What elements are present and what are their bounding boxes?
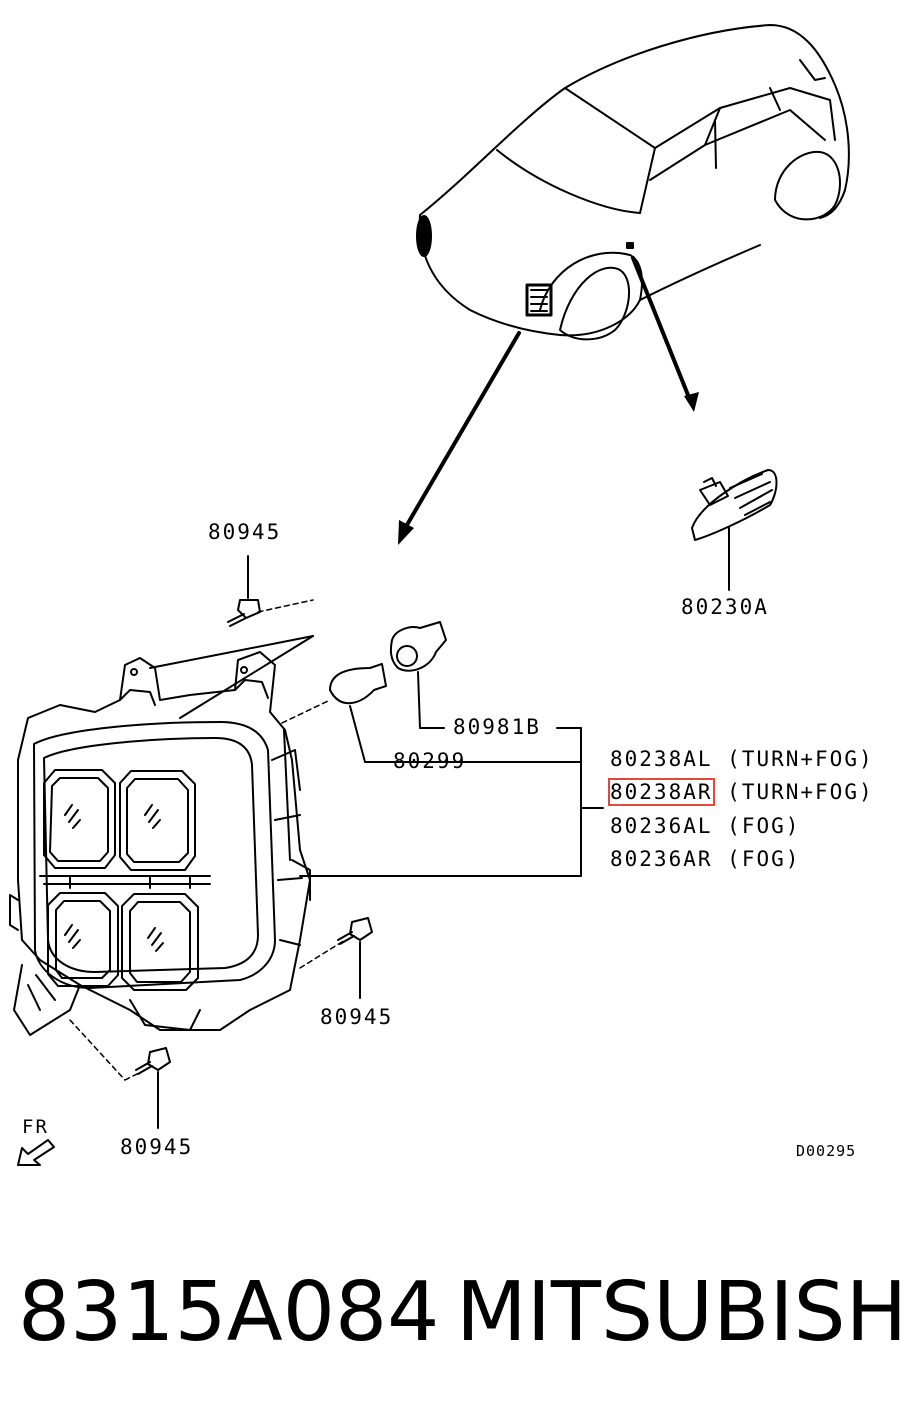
fog-lamp-assembly — [9, 651, 311, 1036]
pointer-arrows — [402, 256, 692, 532]
diagram-code: D00295 — [796, 1142, 857, 1160]
part-code: 80236AR — [610, 847, 713, 871]
callout-bolt-top: 80945 — [208, 520, 282, 544]
callout-socket: 80981B — [453, 715, 541, 739]
part-list-item-highlighted: 80238AR (TURN+FOG) — [608, 778, 874, 806]
footer-brand: MITSUBISHI — [456, 1265, 909, 1360]
reference-bracket — [299, 727, 604, 877]
part-list-item: 80238AL (TURN+FOG) — [610, 749, 874, 770]
footer-part-number: 8315A084 — [18, 1265, 440, 1360]
bolt-mid — [299, 917, 373, 999]
bolt-top — [149, 555, 314, 719]
side-marker-lamp — [691, 469, 778, 591]
bolt-bottom — [69, 1019, 171, 1129]
part-desc: (FOG) — [727, 814, 801, 838]
part-desc: (TURN+FOG) — [727, 747, 874, 771]
part-list-item: 80236AL (FOG) — [610, 816, 800, 837]
front-direction-arrow-icon — [17, 1139, 55, 1166]
part-code: 80238AL — [610, 747, 713, 771]
car-illustration — [416, 24, 850, 341]
callout-bolt-mid: 80945 — [320, 1005, 394, 1029]
callout-side-marker: 80230A — [681, 595, 769, 619]
direction-label: FR — [22, 1116, 49, 1138]
part-code: 80236AL — [610, 814, 713, 838]
callout-bolt-bottom: 80945 — [120, 1135, 194, 1159]
part-list-item: 80236AR (FOG) — [610, 849, 800, 870]
part-desc: (TURN+FOG) — [727, 780, 874, 804]
bulb-and-socket — [281, 621, 482, 763]
part-desc: (FOG) — [727, 847, 801, 871]
callout-bulb: 80299 — [393, 749, 467, 773]
part-code: 80238AR — [608, 778, 715, 806]
